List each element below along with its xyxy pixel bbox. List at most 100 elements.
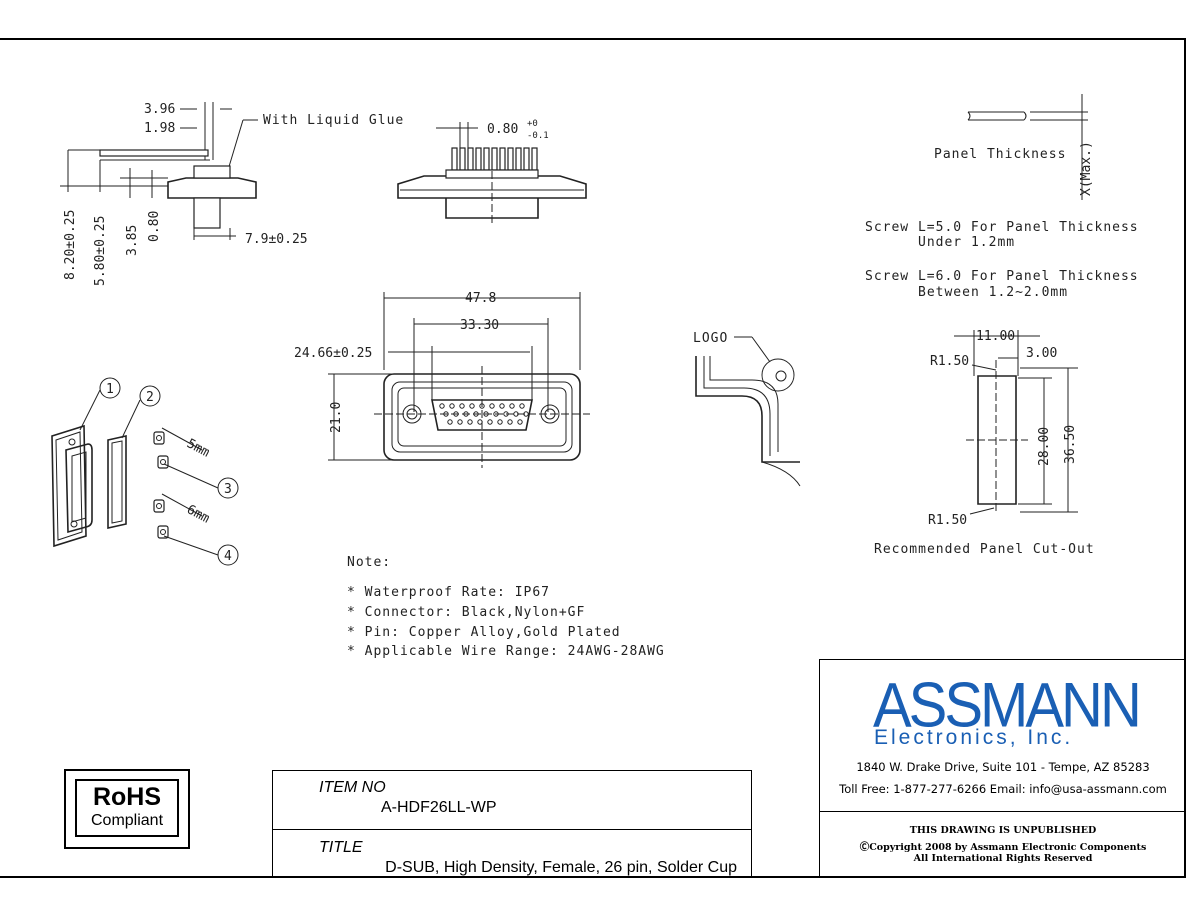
cutout-dim-28: 28.00 xyxy=(1037,427,1052,466)
contact-hole xyxy=(487,419,493,425)
dim-47-8: 47.8 xyxy=(465,291,496,306)
screw-socket xyxy=(160,529,166,535)
solder-cup-pin xyxy=(499,147,506,171)
cutout-label: Recommended Panel Cut-Out xyxy=(874,542,1095,557)
screw-socket xyxy=(156,435,162,441)
cutout-dim-36-5: 36.50 xyxy=(1063,425,1078,464)
dim-21-0: 21.0 xyxy=(329,402,344,433)
cutout-r-bottom: R1.50 xyxy=(928,513,967,528)
company-contact: Toll Free: 1-877-277-6266 Email: info@us… xyxy=(839,782,1167,796)
screw-note-1: Screw L=5.0 For Panel Thickness xyxy=(865,220,1139,235)
cutout-dim-3: 3.00 xyxy=(1026,346,1057,361)
contact-hole xyxy=(499,403,505,409)
company-subtitle: Electronics, Inc. xyxy=(874,726,1074,749)
exploded-view: 1 2 3 4 5mm 6mm xyxy=(51,377,239,566)
contact-hole xyxy=(489,403,495,409)
solder-cup-pin xyxy=(523,147,530,171)
rohs-badge: RoHS Compliant xyxy=(64,769,190,849)
note-item: * Pin: Copper Alloy,Gold Plated xyxy=(347,625,621,640)
contact-hole xyxy=(517,419,523,425)
screw-note-2: Under 1.2mm xyxy=(918,235,1015,250)
title-label: TITLE xyxy=(319,839,363,856)
title-row: TITLE D-SUB, High Density, Female, 26 pi… xyxy=(273,829,751,879)
logo-view: LOGO xyxy=(693,331,801,487)
screw-note-4: Between 1.2~2.0mm xyxy=(918,285,1068,300)
contact-hole xyxy=(497,419,503,425)
dim-1-98: 1.98 xyxy=(144,121,175,136)
company-block: ASSMANN Electronics, Inc. 1840 W. Drake … xyxy=(819,659,1186,878)
note-item: * Applicable Wire Range: 24AWG-28AWG xyxy=(347,644,665,659)
dim-5-80: 5.80±0.25 xyxy=(93,216,108,286)
legal-rights: All International Rights Reserved xyxy=(913,853,1093,864)
title-value: D-SUB, High Density, Female, 26 pin, Sol… xyxy=(385,859,737,876)
cutout-r-top: R1.50 xyxy=(930,354,969,369)
pin-tol-upper: +0 xyxy=(527,119,538,129)
pin-pitch: 0.80 xyxy=(487,122,518,137)
screw-head xyxy=(157,455,169,469)
pin-view: 0.80 +0 -0.1 xyxy=(397,119,587,226)
dim-3-96: 3.96 xyxy=(144,102,175,117)
dim-33-30: 33.30 xyxy=(460,318,499,333)
contact-hole xyxy=(467,419,473,425)
solder-cup-pin xyxy=(507,147,514,171)
solder-cup-pin xyxy=(451,147,458,171)
logo-label: LOGO xyxy=(693,331,728,346)
callout-1: 1 xyxy=(106,382,114,397)
cutout-dim-11: 11.00 xyxy=(976,329,1015,344)
dim-8-20: 8.20±0.25 xyxy=(63,210,78,280)
contact-hole xyxy=(469,403,475,409)
screw-len-5: 5mm xyxy=(184,436,212,460)
company-logo: ASSMANN xyxy=(873,670,1142,741)
screw-head xyxy=(153,499,165,513)
notes: Note: * Waterproof Rate: IP67 * Connecto… xyxy=(347,555,665,659)
cutout-view: 11.00 3.00 R1.50 28.00 36.50 R1.50 Recom… xyxy=(874,329,1095,557)
solder-cup-pin xyxy=(475,147,482,171)
company-address: 1840 W. Drake Drive, Suite 101 - Tempe, … xyxy=(856,760,1150,774)
title-block: ITEM NO A-HDF26LL-WP TITLE D-SUB, High D… xyxy=(272,770,752,878)
legal-copyright-text: Copyright 2008 by Assmann Electronic Com… xyxy=(869,842,1147,853)
dim-0-80: 0.80 xyxy=(147,211,162,242)
pin-tol-lower: -0.1 xyxy=(527,131,549,141)
dim-24-66: 24.66±0.25 xyxy=(294,346,372,361)
screw-socket xyxy=(160,459,166,465)
rohs-inner-box: RoHS Compliant xyxy=(75,779,179,837)
contact-hole xyxy=(457,419,463,425)
front-view: 47.8 33.30 24.66±0.25 21.0 xyxy=(294,291,590,468)
dim-3-85: 3.85 xyxy=(125,225,140,256)
contact-hole xyxy=(439,403,445,409)
drawing-frame xyxy=(0,38,1186,878)
contact-hole xyxy=(447,419,453,425)
company-divider xyxy=(820,811,1186,812)
note-item: * Waterproof Rate: IP67 xyxy=(347,585,550,600)
panel-thickness-label: Panel Thickness xyxy=(934,147,1066,162)
x-max-label: X(Max.) xyxy=(1079,141,1094,196)
callout-3: 3 xyxy=(224,482,232,497)
callout-2: 2 xyxy=(146,390,154,405)
side-view: 3.96 1.98 With Liquid Glue 8.20±0.25 5.8… xyxy=(60,102,404,286)
screw-socket xyxy=(156,503,162,509)
item-no-row: ITEM NO A-HDF26LL-WP xyxy=(273,771,751,830)
item-no-label: ITEM NO xyxy=(319,779,386,796)
contact-hole xyxy=(507,419,513,425)
solder-cup-pin xyxy=(459,147,466,171)
screw-len-6: 6mm xyxy=(184,502,212,526)
item-no-value: A-HDF26LL-WP xyxy=(381,799,497,816)
contact-hole xyxy=(459,403,465,409)
solder-cup-pin xyxy=(491,147,498,171)
solder-cup-pin xyxy=(483,147,490,171)
screw-note-3: Screw L=6.0 For Panel Thickness xyxy=(865,269,1139,284)
note-item: * Connector: Black,Nylon+GF xyxy=(347,605,585,620)
glue-label: With Liquid Glue xyxy=(263,113,404,128)
contact-hole xyxy=(449,403,455,409)
panel-thickness-view: Panel Thickness X(Max.) Screw L=5.0 For … xyxy=(865,94,1139,300)
notes-heading: Note: xyxy=(347,555,391,570)
legal-copyright: ⒸCopyright 2008 by Assmann Electronic Co… xyxy=(820,839,1186,853)
screw-head xyxy=(157,525,169,539)
solder-cup-pin xyxy=(467,147,474,171)
solder-cup-pin xyxy=(531,147,538,171)
rohs-title: RoHS xyxy=(92,783,162,811)
screw-head xyxy=(153,431,165,445)
solder-cup-pin xyxy=(515,147,522,171)
dim-7-9: 7.9±0.25 xyxy=(245,232,308,247)
